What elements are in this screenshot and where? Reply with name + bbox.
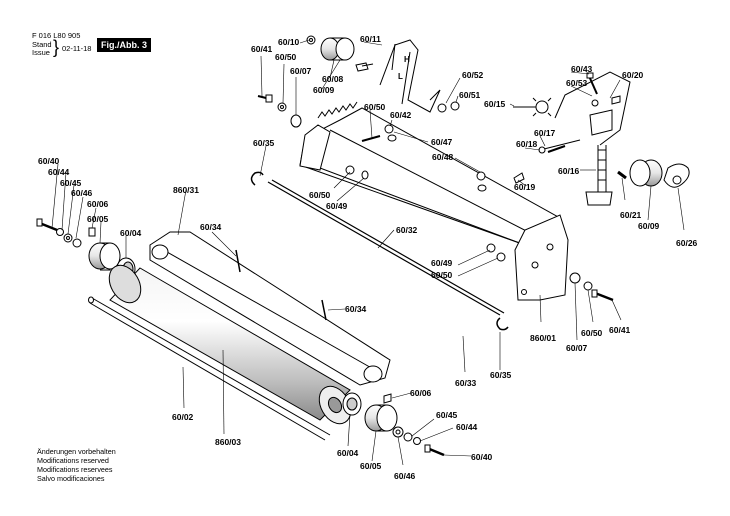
part-number-label: 60/46	[394, 471, 416, 481]
part-number-label: 60/33	[455, 378, 477, 388]
part-number-label: 60/45	[60, 178, 82, 188]
part-number-label: 60/40	[38, 156, 60, 166]
document-code: F 016 L80 905	[32, 31, 81, 40]
part-number-label: 60/16	[558, 166, 580, 176]
part-number-label: 60/05	[360, 461, 382, 471]
stand-label: Stand	[32, 40, 52, 49]
revision-notes: Änderungen vorbehalten Modifications res…	[37, 447, 116, 483]
part-number-label: 60/47	[431, 137, 453, 147]
part-number-label: 60/09	[313, 85, 335, 95]
part-number-label: 60/50	[364, 102, 386, 112]
part-number-label: 60/40	[471, 452, 493, 462]
part-number-label: 60/49	[326, 201, 348, 211]
part-number-label: 60/48	[432, 152, 454, 162]
part-number-label: 60/43	[571, 64, 593, 74]
part-number-label: 60/50	[275, 52, 297, 62]
part-number-label: 60/21	[620, 210, 642, 220]
part-number-label: 60/32	[396, 225, 418, 235]
part-number-label: 60/52	[462, 70, 484, 80]
brace-mark: }	[53, 37, 60, 57]
issue-label: Issue	[32, 48, 50, 57]
part-number-label: 60/17	[534, 128, 556, 138]
part-number-label: 60/35	[253, 138, 275, 148]
note-line: Änderungen vorbehalten	[37, 447, 116, 456]
issue-date: 02-11-18	[62, 44, 92, 53]
part-number-label: 860/31	[173, 185, 199, 195]
part-number-label: 60/50	[581, 328, 603, 338]
part-number-label: 60/44	[456, 422, 478, 432]
part-number-label: 60/53	[566, 78, 588, 88]
part-number-label: 60/11	[360, 34, 381, 44]
part-number-label: 60/15	[484, 99, 506, 109]
part-number-label: 60/42	[390, 110, 412, 120]
part-number-label: 60/49	[431, 258, 453, 268]
part-number-label: 60/10	[278, 37, 300, 47]
part-number-label: 60/34	[200, 222, 222, 232]
part-number-label: 60/35	[490, 370, 512, 380]
part-number-label: 860/01	[530, 333, 556, 343]
note-line: Modifications reserved	[37, 456, 109, 465]
part-number-label: 60/26	[676, 238, 698, 248]
part-number-label: 60/07	[290, 66, 312, 76]
part-number-label: 60/51	[459, 90, 481, 100]
part-number-label: 60/04	[337, 448, 359, 458]
part-number-label: 60/20	[622, 70, 644, 80]
part-number-label: 60/34	[345, 304, 367, 314]
part-number-label: 60/44	[48, 167, 70, 177]
part-number-label: 60/46	[71, 188, 93, 198]
note-line: Modifications reservees	[37, 465, 113, 474]
part-number-label: 60/41	[609, 325, 631, 335]
handle-mark-l: L	[398, 72, 403, 81]
part-number-label: 60/06	[87, 199, 109, 209]
part-number-label: 60/07	[566, 343, 588, 353]
part-number-label: 60/50	[431, 270, 453, 280]
note-line: Salvo modificaciones	[37, 474, 105, 483]
part-number-label: 60/41	[251, 44, 273, 54]
part-number-label: 60/19	[514, 182, 536, 192]
figure-badge: Fig./Abb. 3	[97, 38, 151, 52]
part-number-label: 60/45	[436, 410, 458, 420]
part-number-label: 60/04	[120, 228, 142, 238]
handle-mark-h: H	[404, 55, 410, 64]
part-number-label: 60/02	[172, 412, 194, 422]
part-number-label: 860/03	[215, 437, 241, 447]
part-number-label: 60/18	[516, 139, 538, 149]
part-number-label: 60/50	[309, 190, 331, 200]
part-number-label: 60/05	[87, 214, 109, 224]
part-number-label: 60/08	[322, 74, 344, 84]
part-number-label: 60/09	[638, 221, 660, 231]
part-number-label: 60/06	[410, 388, 432, 398]
